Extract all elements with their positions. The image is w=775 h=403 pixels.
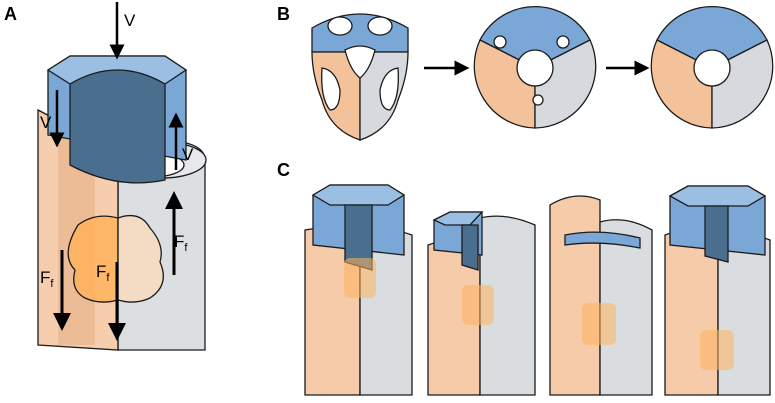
cross-section-2 xyxy=(473,6,597,129)
cross-section-3-blue xyxy=(656,6,768,69)
panel-b-label: B xyxy=(277,4,290,24)
panel-a-label: A xyxy=(4,4,17,24)
cross-section-2-blue xyxy=(479,6,591,69)
label-v-top: V xyxy=(124,11,136,30)
label-v-left: V xyxy=(40,113,52,132)
c-model-3 xyxy=(549,195,653,396)
cross-section-1 xyxy=(311,13,409,141)
label-v-right: V xyxy=(182,145,194,164)
panel-a: A V V V Ff Ff Ff xyxy=(0,2,230,403)
label-ff-left: Ff xyxy=(40,268,54,290)
label-ff-right: Ff xyxy=(174,232,188,254)
contact-patch-gray-a xyxy=(117,214,164,303)
c-model-2 xyxy=(427,211,536,396)
dark-blue-core-a xyxy=(69,69,166,184)
panel-c: C xyxy=(277,160,775,403)
panel-c-label: C xyxy=(277,160,290,180)
label-ff-center: Ff xyxy=(96,262,110,284)
contact-patch-orange-a xyxy=(67,215,119,303)
cross-section-3 xyxy=(650,6,774,129)
panel-b: B xyxy=(277,4,774,141)
c-model-1 xyxy=(304,184,413,396)
c-model-4 xyxy=(664,185,771,396)
